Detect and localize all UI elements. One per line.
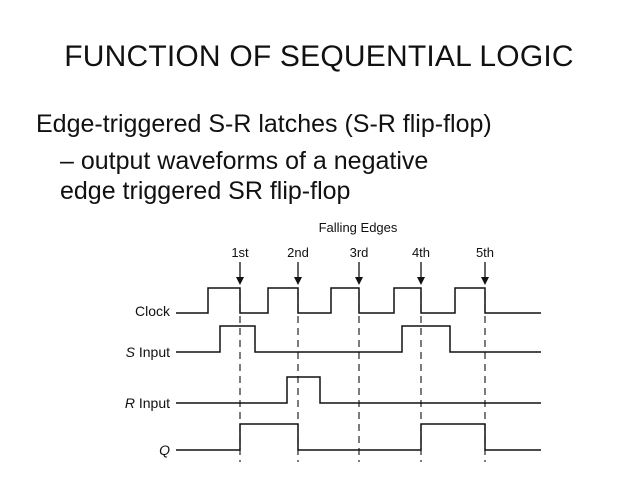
clock-label: Clock xyxy=(135,303,171,319)
sub-bullet-line-2: edge triggered SR flip-flop xyxy=(60,177,351,205)
s-input-letter: S xyxy=(126,344,136,360)
q-waveform xyxy=(176,423,541,451)
r-input-waveform xyxy=(176,376,541,404)
r-input-letter: R xyxy=(125,395,135,411)
clock-waveform xyxy=(176,287,541,314)
edge-arrows xyxy=(236,262,489,285)
q-label: Q xyxy=(159,442,170,458)
s-input-waveform xyxy=(176,325,541,353)
r-input-label: R Input xyxy=(125,395,170,411)
sub-bullet-line-1: – output waveforms of a negative xyxy=(60,147,429,175)
edge-label-5th: 5th xyxy=(476,245,494,260)
bullet-text: Edge-triggered S-R latches (S-R flip-flo… xyxy=(36,110,492,138)
falling-edges-header: Falling Edges xyxy=(319,220,398,235)
edge-label-2nd: 2nd xyxy=(287,245,309,260)
sub-bullet: – output waveforms of a negative edge tr… xyxy=(60,146,428,206)
slide-title: FUNCTION OF SEQUENTIAL LOGIC xyxy=(64,40,574,73)
edge-guides xyxy=(239,292,486,462)
r-input-word: Input xyxy=(135,395,170,411)
edge-label-3rd: 3rd xyxy=(350,245,369,260)
s-input-word: Input xyxy=(135,344,170,360)
s-input-label: S Input xyxy=(126,344,170,360)
edge-label-4th: 4th xyxy=(412,245,430,260)
edge-label-1st: 1st xyxy=(231,245,249,260)
